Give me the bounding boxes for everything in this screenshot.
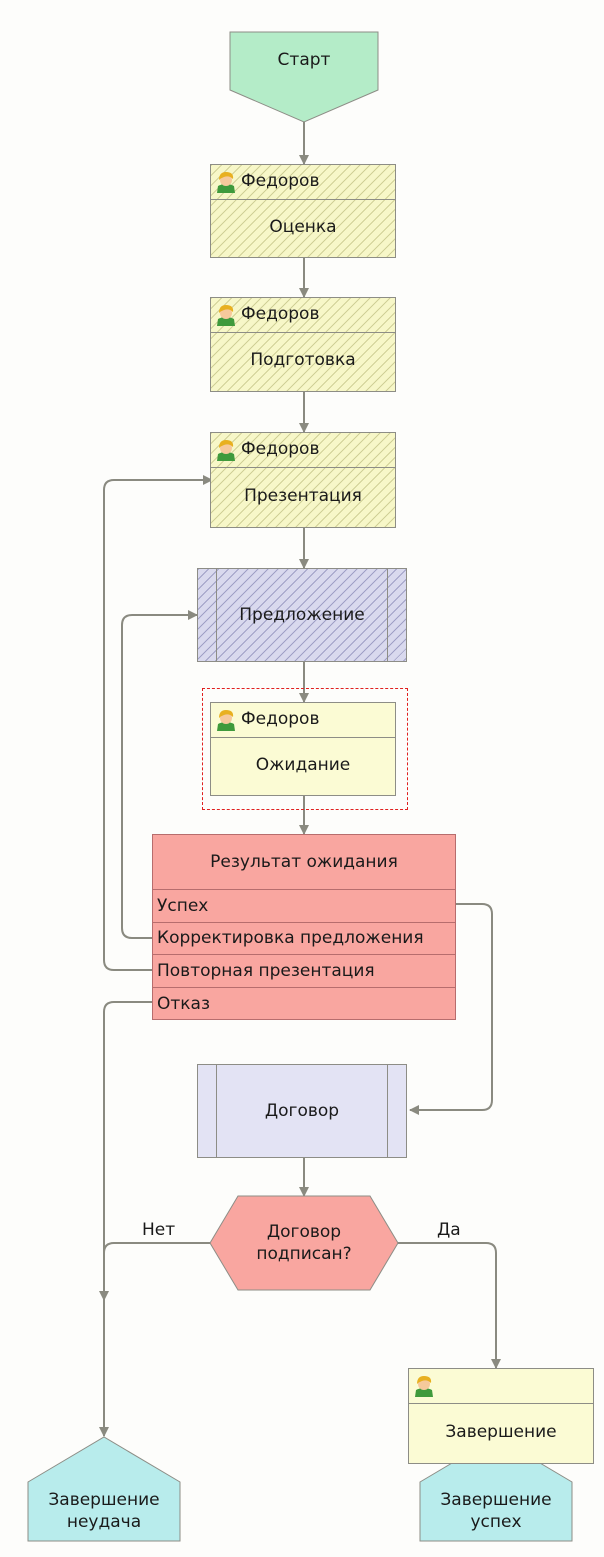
end-fail-node[interactable] bbox=[27, 1436, 181, 1542]
task-estimate-label: Оценка bbox=[269, 217, 337, 237]
task-waiting[interactable]: Федоров Ожидание bbox=[210, 702, 396, 796]
subprocess-contract[interactable]: Договор bbox=[197, 1064, 407, 1158]
decision-yes-label: Да bbox=[437, 1220, 461, 1240]
start-node[interactable] bbox=[229, 31, 379, 123]
user-avatar-icon bbox=[217, 305, 235, 326]
user-avatar-icon bbox=[217, 172, 235, 193]
choice-option-refusal-label: Отказ bbox=[157, 994, 211, 1014]
task-completion-header bbox=[409, 1369, 593, 1404]
choice-option-repeat-label: Повторная презентация bbox=[157, 961, 375, 981]
task-completion-label: Завершение bbox=[445, 1422, 557, 1442]
task-preparation-performer: Федоров bbox=[241, 304, 320, 324]
choice-option-repeat[interactable]: Повторная презентация bbox=[153, 955, 455, 988]
arrow-refusal-to-fail bbox=[99, 1001, 152, 1437]
arrow-success-to-contract bbox=[409, 903, 493, 1115]
task-waiting-header: Федоров bbox=[211, 703, 395, 738]
user-avatar-icon bbox=[217, 710, 235, 731]
subprocess-contract-label: Договор bbox=[264, 1101, 340, 1121]
task-presentation-label: Презентация bbox=[244, 486, 362, 506]
end-success-line1: Завершение bbox=[440, 1490, 552, 1510]
task-presentation-header: Федоров bbox=[211, 433, 395, 468]
arrow-correction-to-proposal bbox=[121, 610, 198, 939]
task-preparation[interactable]: Федоров Подготовка bbox=[210, 297, 396, 392]
decision-no-label: Нет bbox=[142, 1220, 176, 1240]
choice-option-correction[interactable]: Корректировка предложения bbox=[153, 922, 455, 955]
arrow-decision-no-to-fail bbox=[99, 1242, 212, 1301]
task-completion[interactable]: Завершение bbox=[408, 1368, 594, 1464]
user-avatar-icon bbox=[415, 1376, 433, 1397]
choice-option-correction-label: Корректировка предложения bbox=[157, 928, 424, 948]
end-success-line2: успех bbox=[470, 1512, 522, 1532]
task-estimate-header: Федоров bbox=[211, 165, 395, 200]
subprocess-proposal[interactable]: Предложение bbox=[197, 568, 407, 662]
choice-result-title: Результат ожидания bbox=[210, 852, 398, 872]
user-avatar-icon bbox=[217, 440, 235, 461]
choice-option-refusal[interactable]: Отказ bbox=[153, 988, 455, 1019]
task-waiting-performer: Федоров bbox=[241, 709, 320, 729]
task-waiting-label: Ожидание bbox=[255, 755, 351, 775]
decision-node[interactable] bbox=[209, 1195, 399, 1291]
subprocess-proposal-label: Предложение bbox=[239, 605, 365, 625]
task-presentation-performer: Федоров bbox=[241, 439, 320, 459]
choice-option-success[interactable]: Успех bbox=[153, 889, 455, 923]
task-estimate-performer: Федоров bbox=[241, 171, 320, 191]
task-preparation-header: Федоров bbox=[211, 298, 395, 333]
task-presentation[interactable]: Федоров Презентация bbox=[210, 432, 396, 528]
choice-result[interactable]: Результат ожидания Успех Корректировка п… bbox=[152, 834, 456, 1020]
decision-line2: подписан? bbox=[256, 1244, 352, 1264]
start-label: Старт bbox=[277, 50, 331, 70]
choice-option-success-label: Успех bbox=[157, 896, 209, 916]
selection-outline bbox=[202, 688, 408, 810]
end-fail-line1: Завершение bbox=[48, 1490, 160, 1510]
task-estimate[interactable]: Федоров Оценка bbox=[210, 164, 396, 258]
arrow-repeat-to-presentation bbox=[103, 475, 213, 971]
arrow-decision-yes-to-completion bbox=[398, 1242, 501, 1369]
end-fail-line2: неудача bbox=[66, 1512, 142, 1532]
task-preparation-label: Подготовка bbox=[250, 350, 356, 370]
decision-line1: Договор bbox=[266, 1222, 342, 1242]
